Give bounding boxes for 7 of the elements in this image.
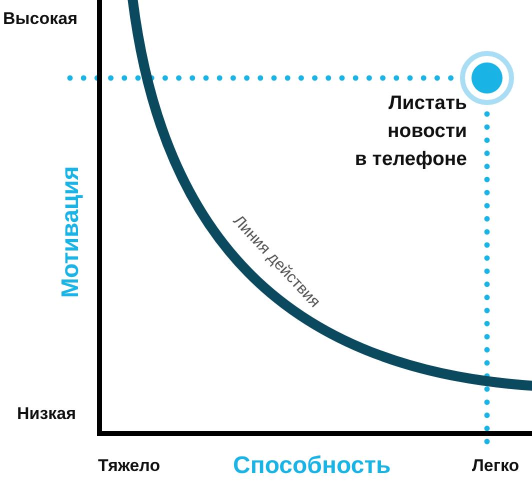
axis-tick-label: Высокая — [3, 9, 78, 29]
axis-tick-label: Низкая — [17, 404, 76, 424]
axis-title: Мотивация — [57, 166, 85, 298]
point-label: Листать новости в телефоне — [354, 91, 467, 172]
axis-title: Способность — [233, 452, 391, 480]
axis-tick-label: Тяжело — [98, 456, 160, 476]
axis-tick-label: Легко — [472, 456, 520, 476]
